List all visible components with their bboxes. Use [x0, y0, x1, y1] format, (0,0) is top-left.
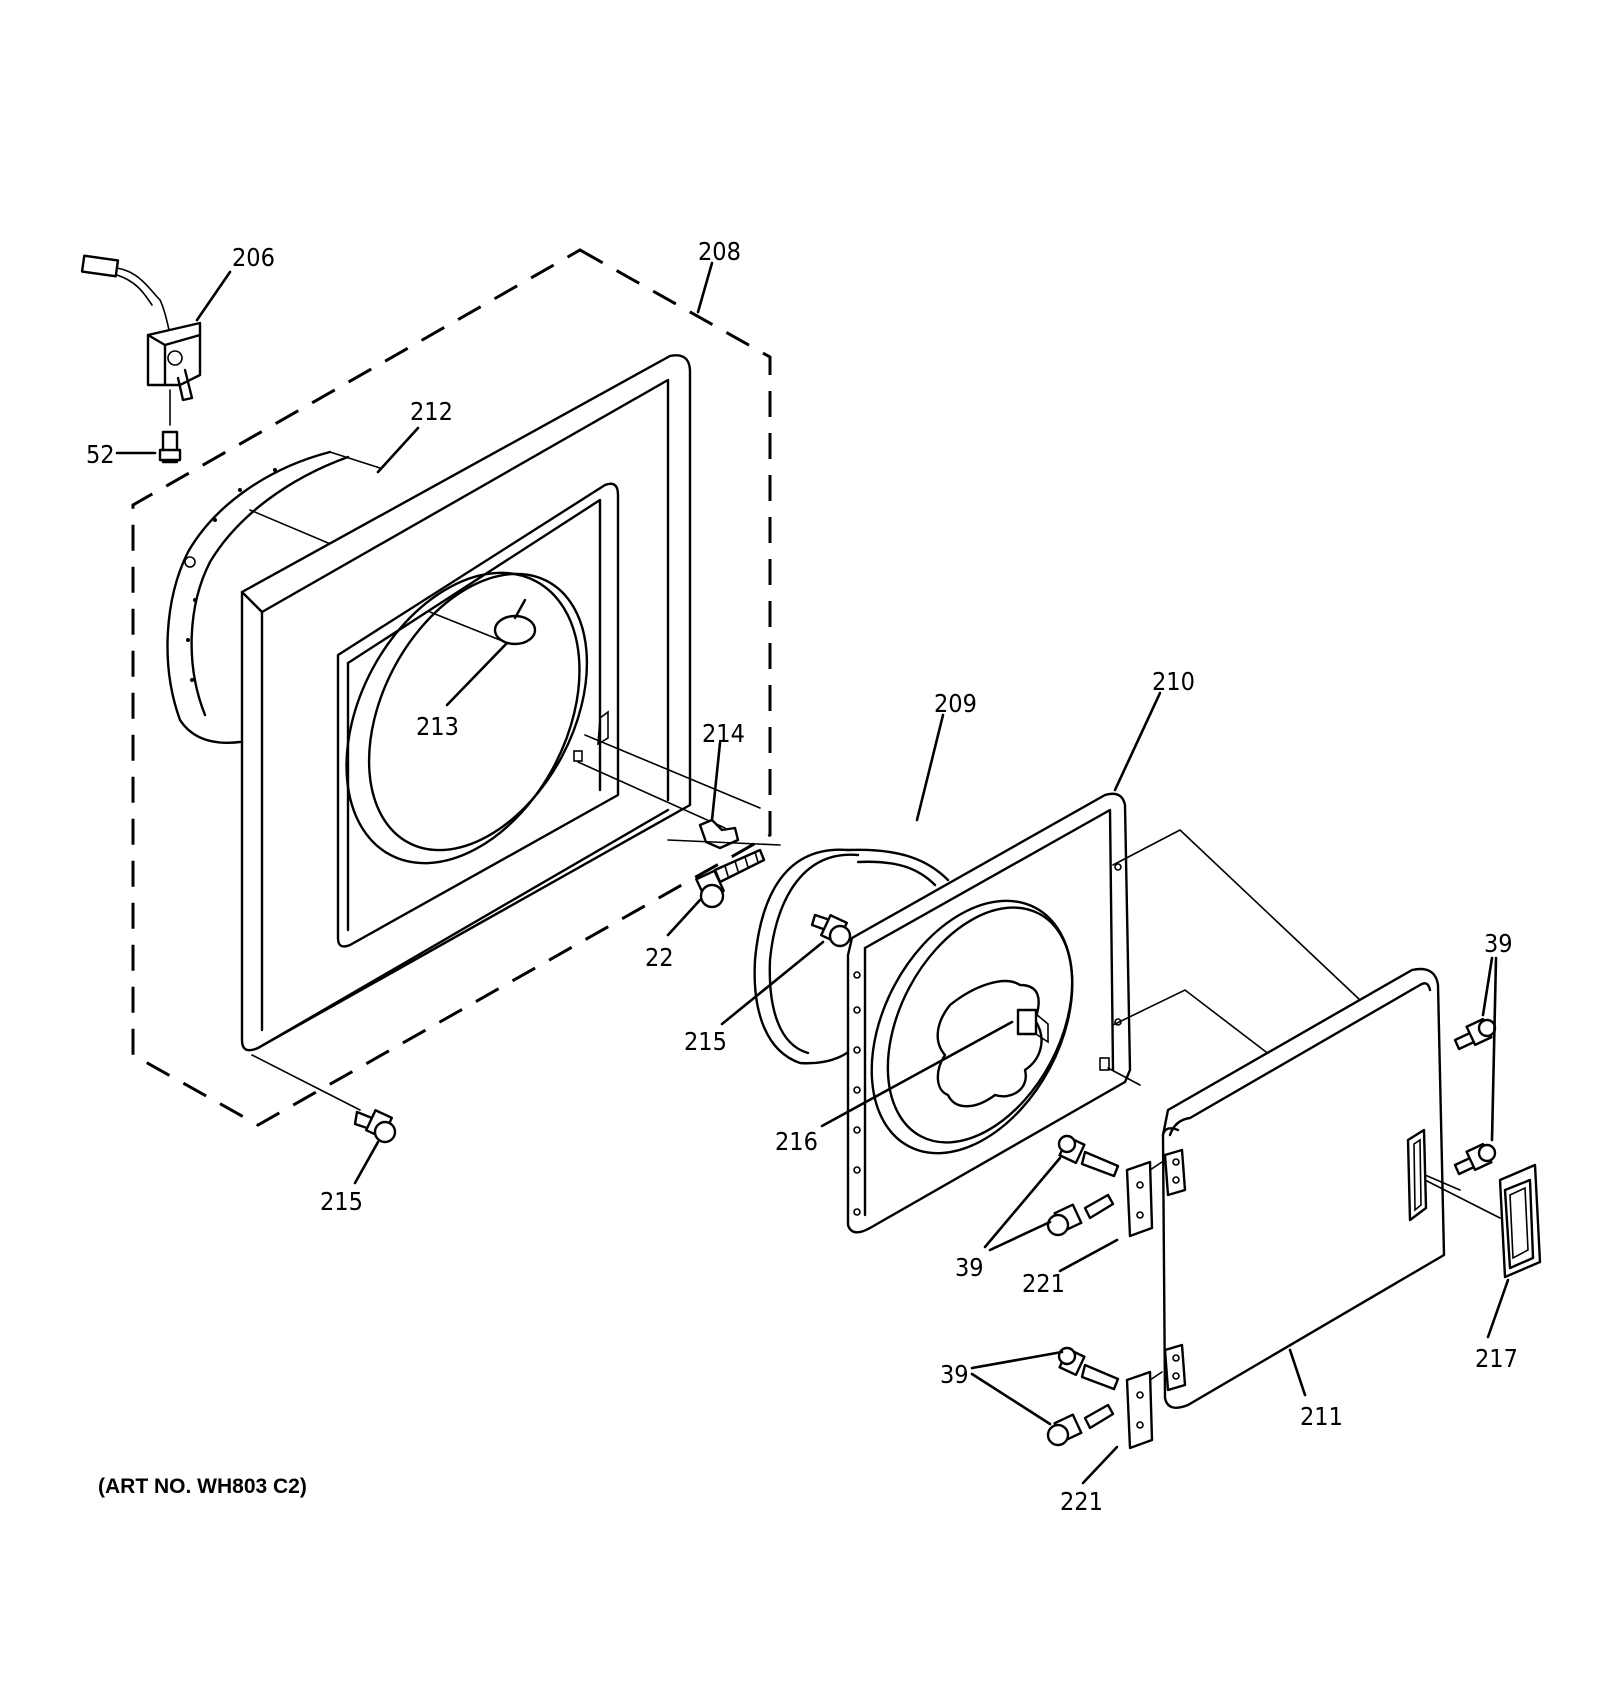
front-bearing-ring — [166, 450, 381, 744]
leader-lines — [115, 261, 1510, 1485]
callout-217: 217 — [1475, 1344, 1518, 1373]
callout-labels: 206 208 212 52 213 214 22 209 210 215 21… — [86, 237, 1518, 1516]
hinge-221-upper — [1125, 1160, 1163, 1238]
callout-209: 209 — [934, 689, 977, 718]
light-socket-206 — [80, 254, 202, 402]
callout-52: 52 — [86, 440, 115, 469]
front-panel — [240, 354, 761, 1052]
callout-221-lower: 221 — [1060, 1487, 1103, 1516]
callout-214: 214 — [702, 719, 745, 748]
assembly-boundary-208 — [131, 248, 772, 1127]
screw-215-left — [251, 1054, 397, 1144]
callout-213: 213 — [416, 712, 459, 741]
callout-211: 211 — [1300, 1402, 1343, 1431]
screw-22 — [695, 848, 766, 909]
handle-screws-39 — [1453, 1017, 1497, 1176]
callout-206: 206 — [232, 243, 275, 272]
strike-214 — [667, 818, 781, 850]
callout-215-middle: 215 — [684, 1027, 727, 1056]
callout-216: 216 — [775, 1127, 818, 1156]
callout-212: 212 — [410, 397, 453, 426]
hinge-screws-39 — [1046, 1134, 1120, 1447]
art-number: (ART NO. WH803 C2) — [98, 1475, 307, 1498]
hinge-221-lower — [1125, 1370, 1163, 1450]
callout-208: 208 — [698, 237, 741, 266]
callout-221-upper: 221 — [1022, 1269, 1065, 1298]
callout-39-handle: 39 — [1484, 929, 1513, 958]
outer-door-211 — [1161, 967, 1501, 1409]
callout-22: 22 — [645, 943, 674, 972]
inner-door-panel-210 — [846, 792, 1361, 1234]
callout-210: 210 — [1152, 667, 1195, 696]
callout-215-left: 215 — [320, 1187, 363, 1216]
door-gasket-209 — [753, 848, 950, 1065]
screw-215-middle — [810, 913, 852, 948]
callout-39-upper-hinge: 39 — [955, 1253, 984, 1282]
callout-39-lower-hinge: 39 — [940, 1360, 969, 1389]
door-handle-217 — [1498, 1163, 1542, 1279]
screw-52 — [158, 389, 182, 464]
